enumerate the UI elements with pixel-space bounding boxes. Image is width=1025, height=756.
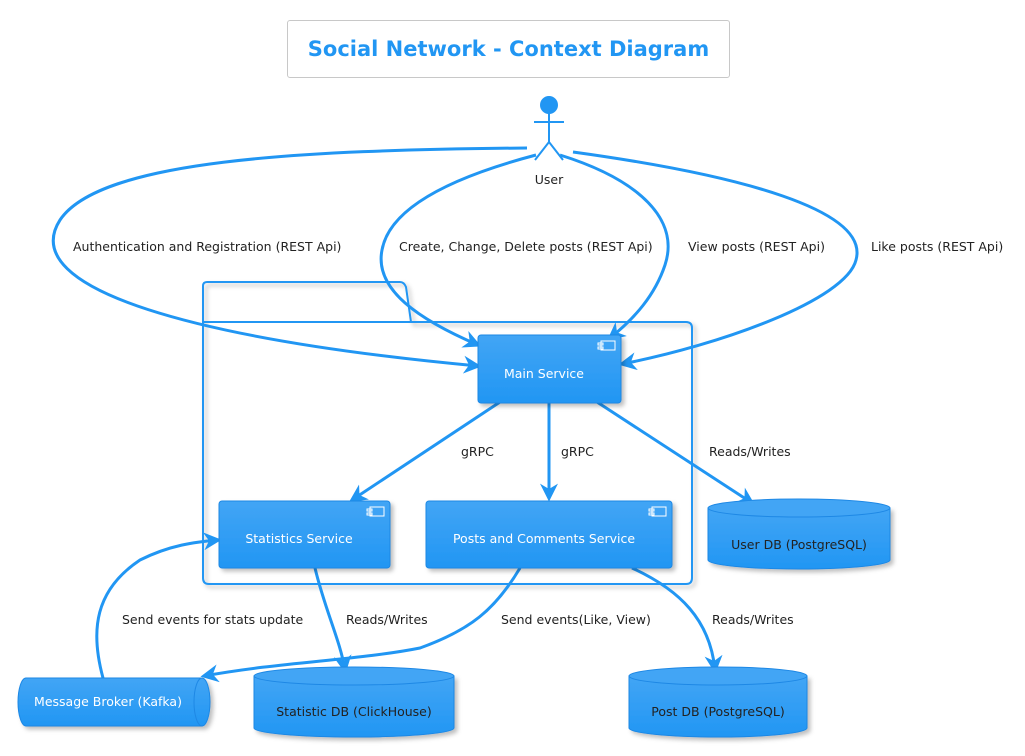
main-service-component[interactable]: Main Service bbox=[477, 334, 622, 404]
posts-service-component[interactable]: Posts and Comments Service bbox=[425, 500, 673, 569]
main-service-label: Main Service bbox=[504, 366, 584, 381]
message-broker-queue[interactable]: Message Broker (Kafka) bbox=[17, 677, 211, 727]
user-db[interactable]: User DB (PostgreSQL) bbox=[707, 498, 891, 570]
label-grpc-stats: gRPC bbox=[461, 444, 494, 459]
label-view-posts: View posts (REST Api) bbox=[688, 239, 825, 254]
post-db[interactable]: Post DB (PostgreSQL) bbox=[628, 666, 808, 738]
label-crud-posts: Create, Change, Delete posts (REST Api) bbox=[399, 239, 653, 254]
label-like-posts: Like posts (REST Api) bbox=[871, 239, 1003, 254]
label-main-db: Reads/Writes bbox=[709, 444, 791, 459]
component-icon bbox=[648, 506, 667, 517]
label-posts-db: Reads/Writes bbox=[712, 612, 794, 627]
edge-broker-stats bbox=[95, 532, 222, 679]
statistics-service-component[interactable]: Statistics Service bbox=[218, 500, 391, 569]
label-broker-stats: Send events for stats update bbox=[122, 612, 304, 627]
post-db-label: Post DB (PostgreSQL) bbox=[651, 704, 784, 719]
edge-posts-events bbox=[200, 567, 522, 683]
edge-posts-db bbox=[631, 566, 723, 674]
edge-crud-posts bbox=[379, 153, 537, 348]
system-boundary bbox=[202, 281, 693, 585]
edge-labels: Authentication and Registration (REST Ap… bbox=[73, 239, 1003, 627]
edges bbox=[51, 146, 859, 683]
label-posts-events: Send events(Like, View) bbox=[501, 612, 651, 627]
user-label: User bbox=[535, 172, 564, 187]
stick-figure-icon bbox=[534, 96, 564, 161]
statistic-db-label: Statistic DB (ClickHouse) bbox=[276, 704, 432, 719]
component-icon bbox=[597, 340, 616, 351]
edge-stats-db bbox=[313, 567, 352, 674]
label-stats-db: Reads/Writes bbox=[346, 612, 428, 627]
label-grpc-posts: gRPC bbox=[561, 444, 594, 459]
edge-view-posts bbox=[559, 153, 670, 341]
component-icon bbox=[366, 506, 385, 517]
edge-main-db bbox=[596, 400, 756, 505]
posts-service-label: Posts and Comments Service bbox=[453, 531, 635, 546]
label-auth: Authentication and Registration (REST Ap… bbox=[73, 239, 341, 254]
user-actor[interactable]: User bbox=[534, 96, 564, 187]
message-broker-label: Message Broker (Kafka) bbox=[34, 694, 182, 709]
user-db-label: User DB (PostgreSQL) bbox=[731, 537, 867, 552]
diagram-title: Social Network - Context Diagram bbox=[287, 20, 730, 78]
edge-auth bbox=[51, 146, 528, 374]
edge-grpc-stats bbox=[348, 400, 501, 502]
edge-like-posts bbox=[572, 150, 859, 371]
statistic-db[interactable]: Statistic DB (ClickHouse) bbox=[253, 666, 455, 738]
statistics-service-label: Statistics Service bbox=[245, 531, 353, 546]
